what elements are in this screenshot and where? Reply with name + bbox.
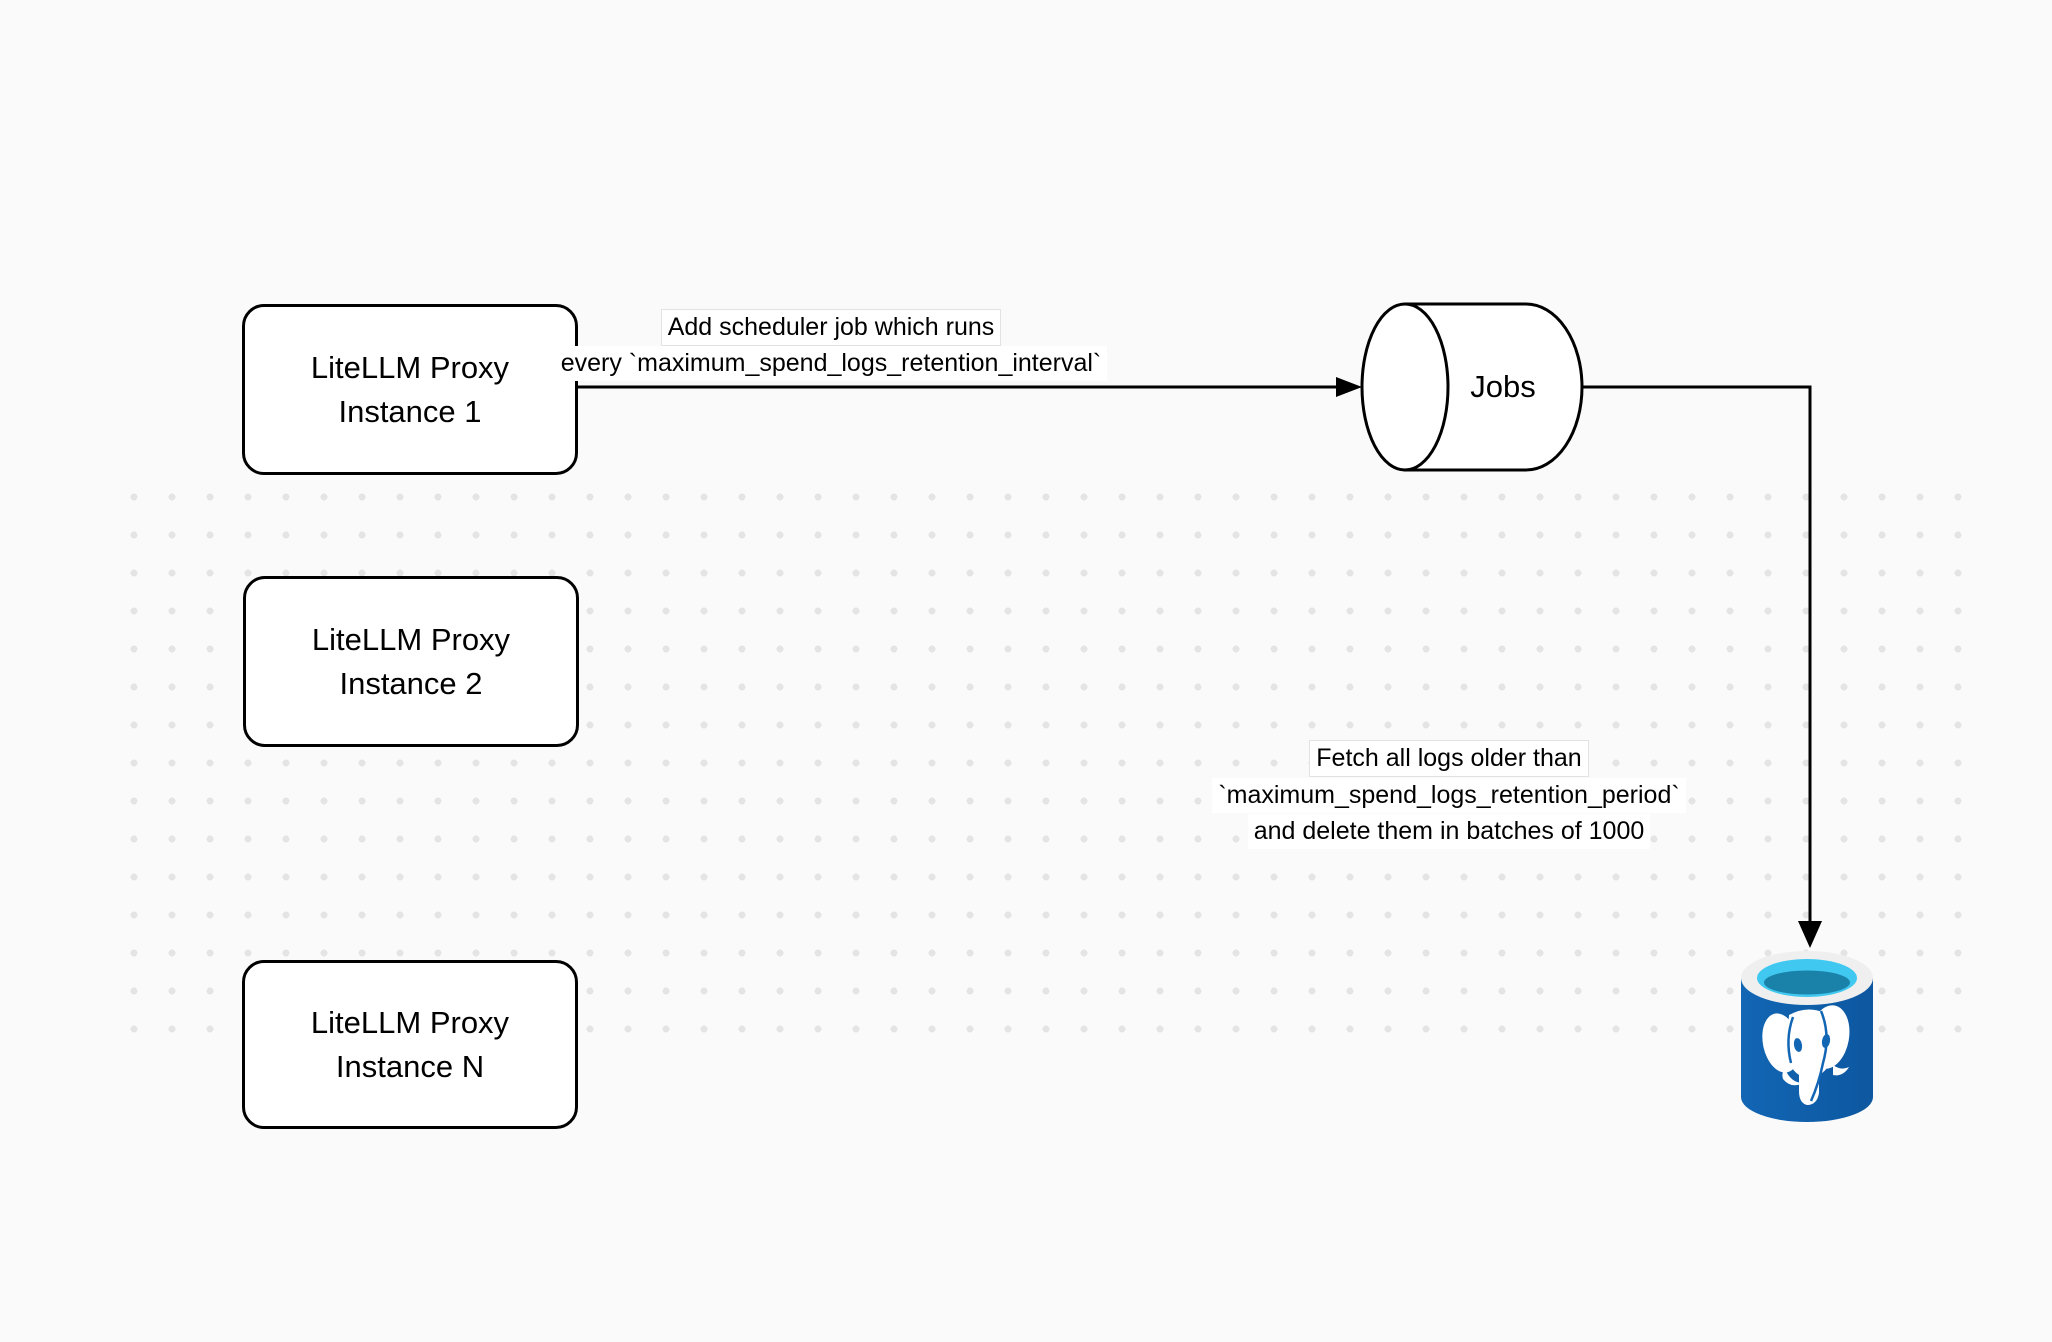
dot-grid-background <box>115 478 1978 1048</box>
edge-label-line: and delete them in batches of 1000 <box>1247 814 1651 849</box>
postgresql-database-icon <box>1741 951 1873 1122</box>
edge-label-line: every `maximum_spend_logs_retention_inte… <box>554 346 1108 381</box>
arrowhead-down-icon <box>1798 921 1822 948</box>
edge-label-line: Fetch all logs older than <box>1309 740 1589 777</box>
edge-label-add-scheduler: Add scheduler job which runs every `maxi… <box>531 309 1131 381</box>
arrowhead-right-icon <box>1336 377 1362 397</box>
jobs-cylinder-label: Jobs <box>1470 369 1536 404</box>
node-label-line2: Instance 1 <box>338 393 482 429</box>
postgres-elephant-logo <box>1762 1005 1850 1105</box>
node-jobs-cylinder <box>1360 302 1584 472</box>
edge-label-line: Add scheduler job which runs <box>660 309 1002 346</box>
node-litellm-proxy-instance-1: LiteLLM Proxy Instance 1 <box>242 304 578 475</box>
edge-label-line: `maximum_spend_logs_retention_period` <box>1212 778 1686 813</box>
node-label-line2: Instance N <box>335 1048 485 1084</box>
node-litellm-proxy-instance-n: LiteLLM Proxy Instance N <box>242 960 578 1129</box>
node-label-line1: LiteLLM Proxy <box>310 1004 510 1040</box>
edge-label-fetch-delete: Fetch all logs older than `maximum_spend… <box>1119 740 1779 849</box>
edge-add-scheduler-arrow <box>572 377 1362 397</box>
node-litellm-proxy-instance-2: LiteLLM Proxy Instance 2 <box>243 576 579 747</box>
node-label-line1: LiteLLM Proxy <box>310 349 510 385</box>
edge-fetch-delete-arrow <box>1582 385 1822 948</box>
node-label-line1: LiteLLM Proxy <box>311 621 511 657</box>
node-label-line2: Instance 2 <box>339 665 483 701</box>
